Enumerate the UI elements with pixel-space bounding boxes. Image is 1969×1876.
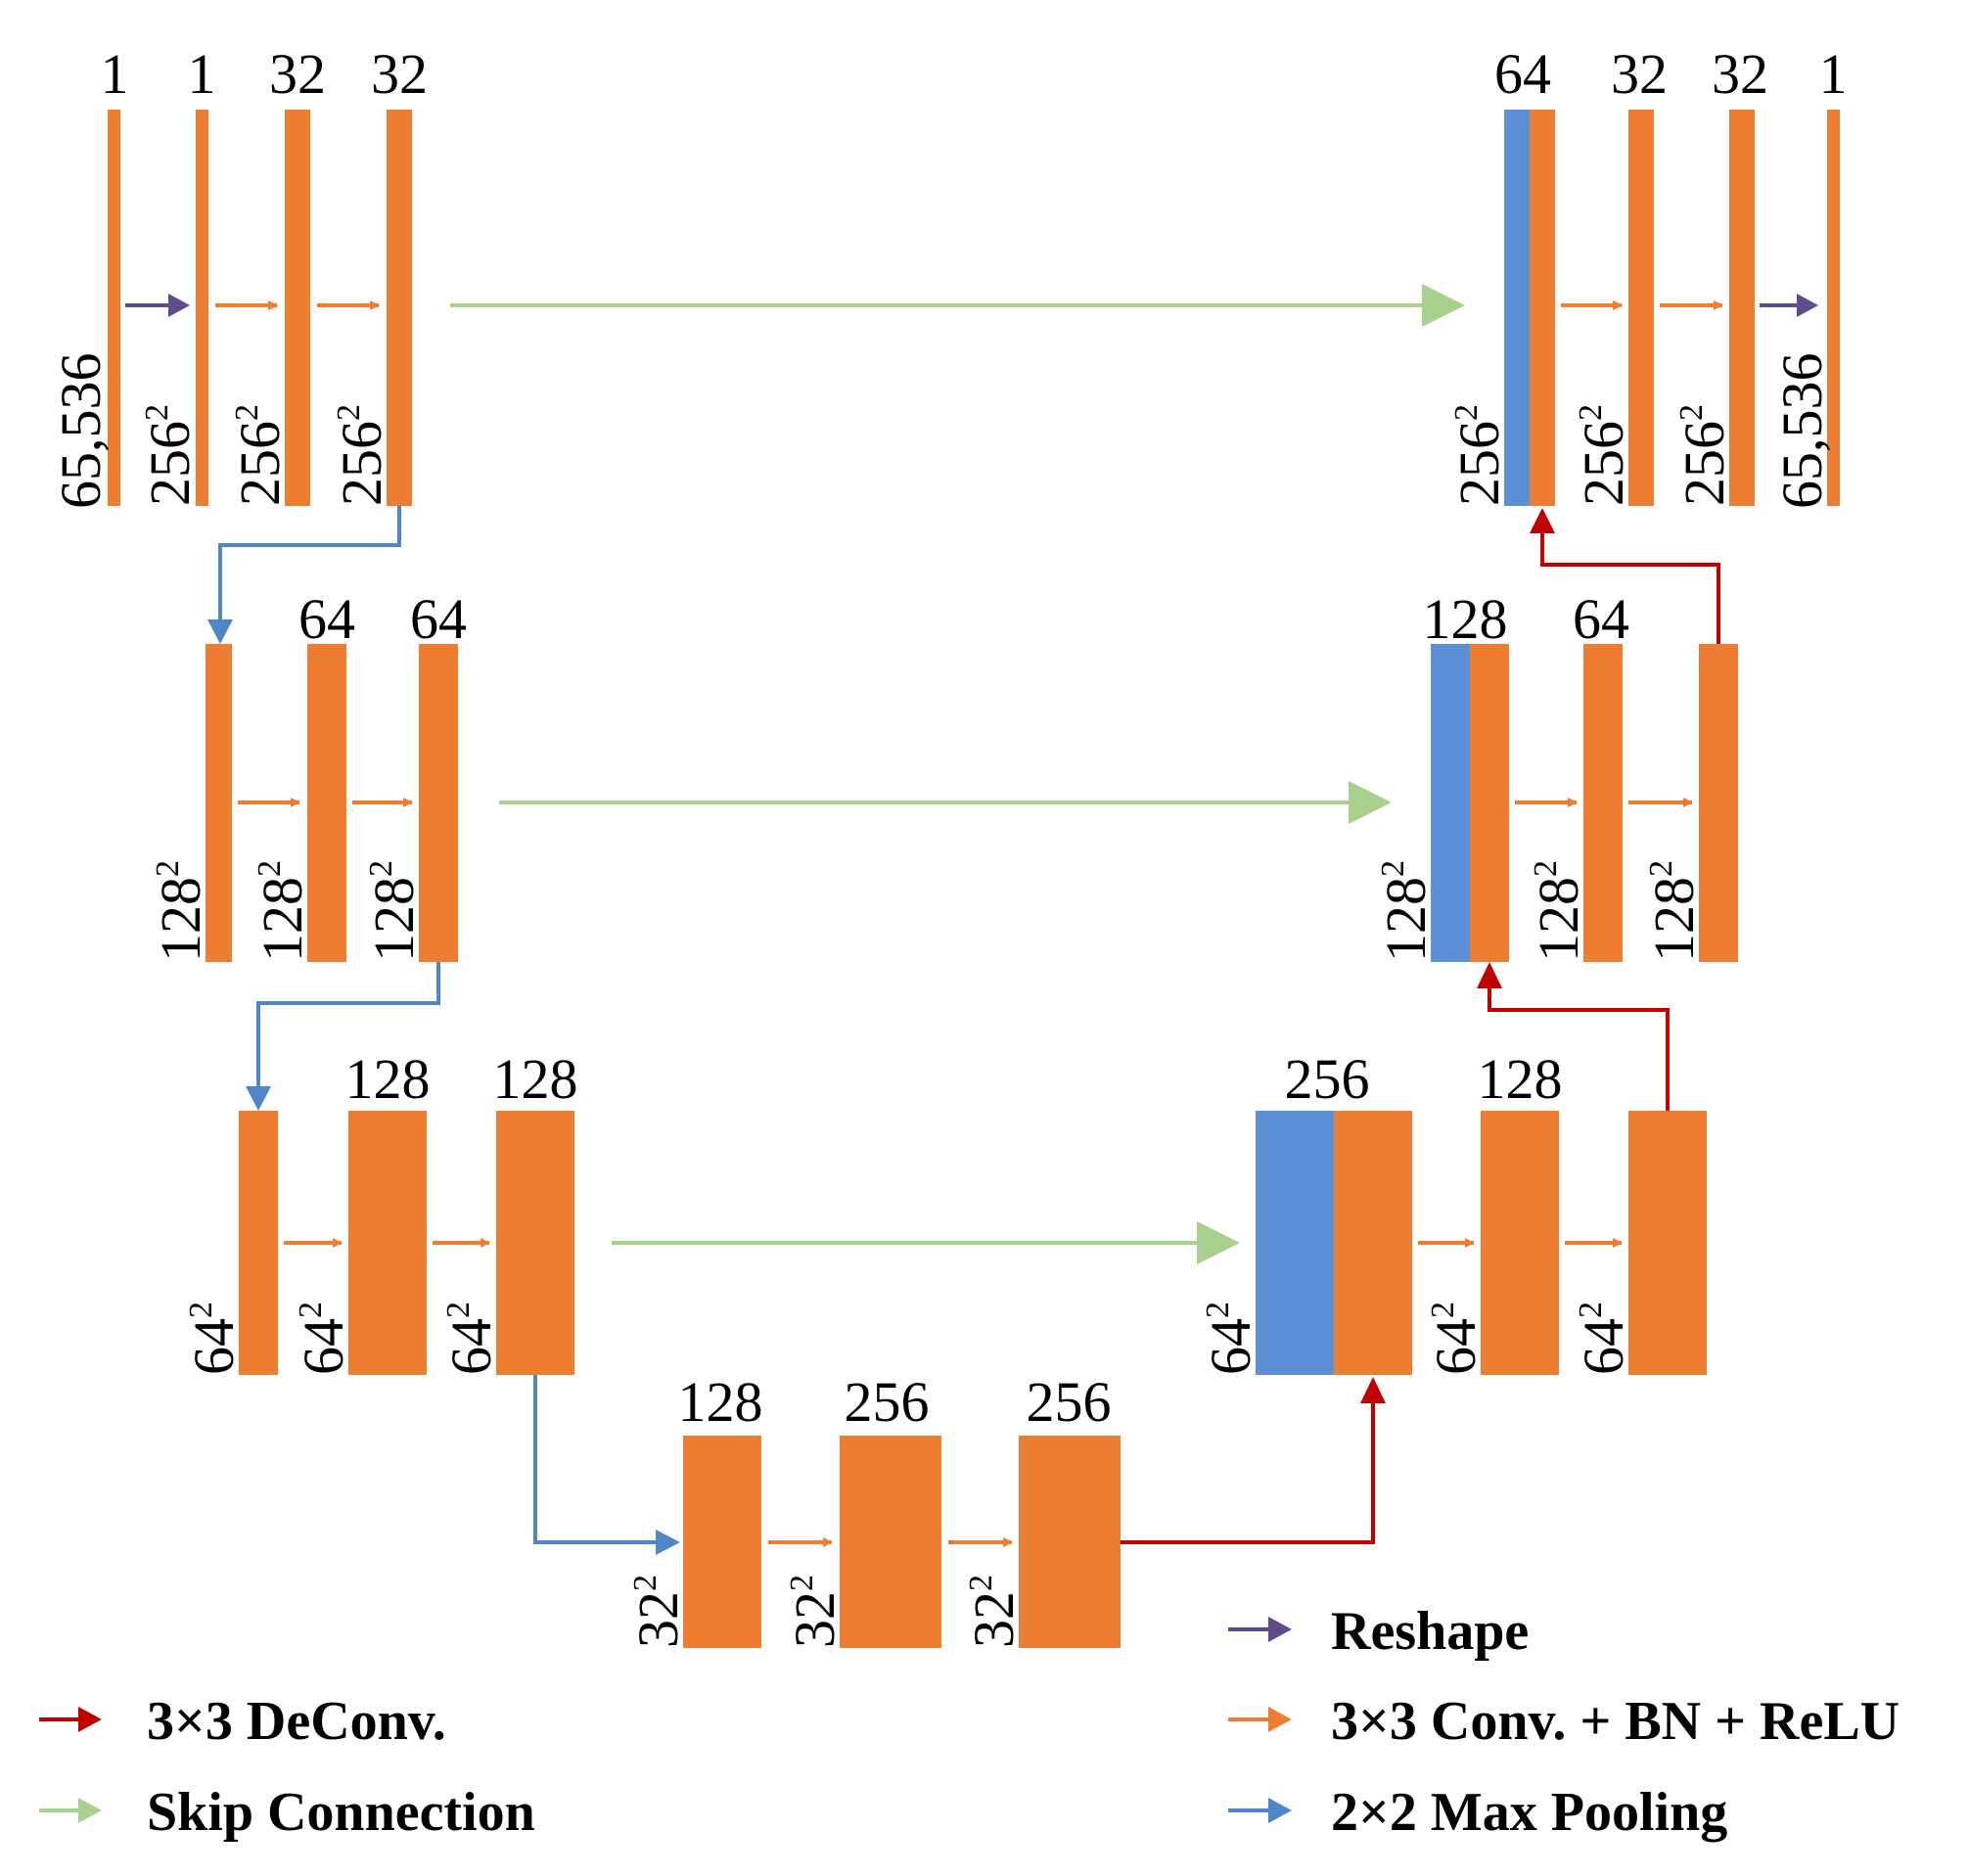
maxpool-path — [533, 1375, 658, 1544]
copied-block — [1431, 644, 1470, 962]
size-label: 2562 — [330, 404, 393, 506]
channel-label: 128 — [345, 1047, 431, 1111]
feature-block — [1583, 644, 1623, 962]
legend: Reshape 3×3 DeConv. 3×3 Conv. + BN + ReL… — [39, 1601, 1900, 1843]
skip-arrowhead — [1349, 781, 1392, 824]
feature-block — [387, 110, 412, 506]
feature-block — [683, 1436, 761, 1648]
size-label: 322 — [962, 1575, 1026, 1648]
deconv-path — [1540, 532, 1720, 644]
feature-block — [1699, 644, 1738, 962]
channel-label: 1 — [1819, 42, 1848, 106]
size-label: 65,536 — [1770, 353, 1834, 510]
deconv-arrowhead — [1530, 508, 1555, 533]
size-label: 642 — [439, 1302, 503, 1375]
legend-maxpool-label: 2×2 Max Pooling — [1331, 1782, 1727, 1843]
channel-label: 128 — [1478, 1047, 1563, 1111]
deconv-path — [1488, 988, 1670, 1111]
feature-block — [1729, 110, 1755, 506]
skip-arrowhead — [1197, 1221, 1240, 1264]
legend-conv-label: 3×3 Conv. + BN + ReLU — [1331, 1691, 1900, 1752]
feature-block — [1019, 1436, 1121, 1648]
legend-deconv-arrowhead — [78, 1707, 102, 1732]
channel-label: 128 — [678, 1370, 763, 1434]
legend-reshape-arrowhead — [1268, 1617, 1292, 1642]
feature-block — [1628, 1111, 1707, 1375]
skip-arrowhead — [1422, 284, 1465, 327]
size-label: 1282 — [149, 860, 212, 962]
channel-label: 32 — [1712, 42, 1768, 106]
deconv-arrowhead — [1360, 1377, 1386, 1403]
channel-label: 64 — [410, 587, 467, 651]
feature-block — [496, 1111, 574, 1375]
size-label: 1282 — [1642, 860, 1706, 962]
size-label: 322 — [783, 1575, 847, 1648]
feature-block — [239, 1111, 278, 1375]
maxpool-arrowhead — [246, 1086, 271, 1111]
feature-block — [196, 110, 208, 506]
channel-label: 256 — [1285, 1047, 1370, 1111]
size-label: 1282 — [1527, 860, 1590, 962]
copied-block — [1256, 1111, 1334, 1375]
feature-block — [1481, 1111, 1559, 1375]
feature-block — [840, 1436, 941, 1648]
copied-block — [1504, 110, 1530, 506]
channel-label: 256 — [1027, 1370, 1112, 1434]
legend-conv-arrowhead — [1268, 1707, 1292, 1732]
size-label: 642 — [292, 1302, 355, 1375]
size-label: 65,536 — [49, 353, 113, 510]
size-label: 1282 — [251, 860, 314, 962]
maxpool-arrowhead — [656, 1530, 680, 1555]
legend-skip-label: Skip Connection — [147, 1782, 535, 1843]
reshape-arrowhead — [1797, 294, 1818, 317]
legend-maxpool-arrowhead — [1268, 1798, 1292, 1823]
legend-deconv-label: 3×3 DeConv. — [147, 1691, 446, 1752]
size-label: 642 — [182, 1302, 246, 1375]
feature-block — [108, 110, 120, 506]
channel-label: 64 — [298, 587, 355, 651]
maxpool-path — [218, 506, 401, 621]
legend-reshape-label: Reshape — [1331, 1601, 1529, 1662]
deconv-path — [1121, 1401, 1375, 1544]
legend-skip-arrowhead — [78, 1798, 102, 1823]
size-label: 2562 — [1447, 404, 1511, 506]
size-label: 2562 — [1672, 404, 1736, 506]
feature-block — [285, 110, 310, 506]
size-label: 1282 — [1374, 860, 1438, 962]
channel-label: 1 — [101, 42, 129, 106]
channel-label: 32 — [371, 42, 428, 106]
channel-label: 64 — [1494, 42, 1551, 106]
feature-block — [1470, 644, 1509, 962]
feature-block — [1827, 110, 1840, 506]
channel-label: 128 — [493, 1047, 578, 1111]
feature-block — [1334, 1111, 1412, 1375]
size-label: 322 — [626, 1575, 690, 1648]
feature-block — [206, 644, 232, 962]
feature-block — [1628, 110, 1654, 506]
size-label: 642 — [1424, 1302, 1488, 1375]
maxpool-path — [256, 962, 440, 1088]
size-label: 642 — [1572, 1302, 1635, 1375]
feature-block — [1530, 110, 1555, 506]
feature-block — [348, 1111, 427, 1375]
channel-label: 256 — [845, 1370, 930, 1434]
size-label: 2562 — [138, 404, 202, 506]
reshape-arrowhead — [168, 294, 190, 317]
maxpool-arrowhead — [207, 619, 233, 644]
size-label: 2562 — [228, 404, 292, 506]
channel-label: 64 — [1573, 587, 1629, 651]
size-label: 1282 — [362, 860, 426, 962]
channel-label: 32 — [269, 42, 326, 106]
channel-label: 128 — [1423, 587, 1508, 651]
size-label: 2562 — [1572, 404, 1635, 506]
size-label: 642 — [1199, 1302, 1262, 1375]
channel-label: 32 — [1611, 42, 1668, 106]
channel-label: 1 — [188, 42, 216, 106]
deconv-arrowhead — [1477, 962, 1502, 988]
feature-block — [419, 644, 458, 962]
feature-block — [307, 644, 346, 962]
